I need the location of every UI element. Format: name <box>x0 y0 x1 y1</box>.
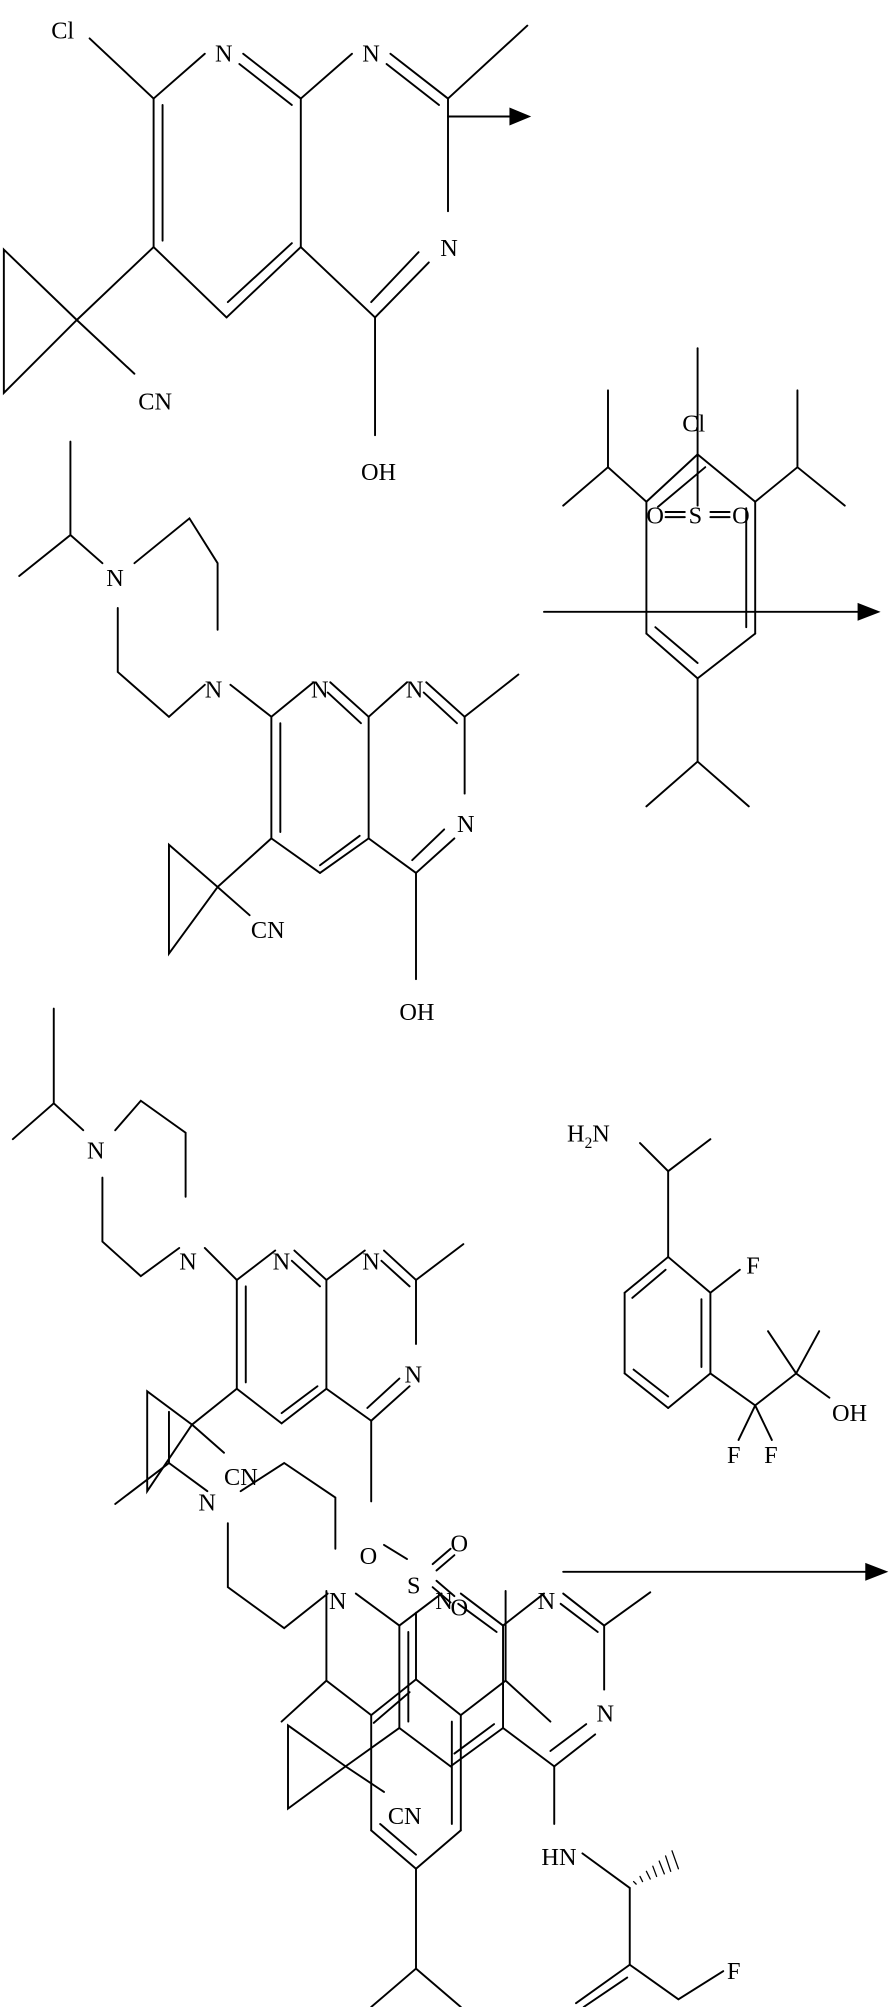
atom-label-hn: HN <box>541 1844 576 1871</box>
atom-label-n: N <box>457 811 475 838</box>
atom-label-f: F <box>746 1253 760 1280</box>
atom-label-cn: CN <box>138 389 172 416</box>
atom-label-f: F <box>727 1958 741 1985</box>
atom-label-n: N <box>440 235 458 262</box>
atom-label-h2n: H2N <box>567 1121 610 1152</box>
reaction-arrow-2 <box>543 602 881 621</box>
intermediate-1-structure <box>18 440 520 981</box>
reagent-amine <box>623 1138 831 1441</box>
atom-label-n: N <box>205 677 223 704</box>
reagent-trisyl-chloride <box>562 347 846 808</box>
atom-label-n: N <box>406 677 424 704</box>
atom-label-o: O <box>451 1530 469 1557</box>
atom-label-n: N <box>87 1137 105 1164</box>
atom-label-f: F <box>764 1442 778 1469</box>
atom-label-cn: CN <box>224 1464 258 1491</box>
atom-label-n: N <box>404 1361 422 1388</box>
atom-label-n: N <box>435 1588 453 1615</box>
atom-label-o: O <box>451 1594 469 1621</box>
atom-label-oh: OH <box>832 1400 867 1427</box>
atom-label-n: N <box>362 40 380 67</box>
atom-label-o: O <box>732 503 750 530</box>
reaction-arrow-3 <box>562 1562 889 1581</box>
atom-label-o: O <box>646 503 664 530</box>
atom-label-n: N <box>596 1701 614 1728</box>
reaction-arrow-1 <box>447 107 532 126</box>
atom-label-n: N <box>329 1588 347 1615</box>
atom-label-oh: OH <box>399 999 434 1026</box>
atom-label-n: N <box>215 40 233 67</box>
atom-label-cl: Cl <box>51 17 74 44</box>
intermediate-2-structure <box>11 1007 552 2007</box>
atom-label-f: F <box>727 1442 741 1469</box>
atom-label-cl: Cl <box>682 410 705 437</box>
atom-label-n: N <box>362 1249 380 1276</box>
atom-label-s: S <box>689 503 703 530</box>
atom-label-cn: CN <box>388 1803 422 1830</box>
atom-label-n: N <box>198 1489 216 1516</box>
atom-label-n: N <box>273 1249 291 1276</box>
atom-label-s: S <box>407 1573 421 1600</box>
atom-label-n: N <box>538 1588 556 1615</box>
atom-label-oh: OH <box>361 459 396 486</box>
atom-label-cn: CN <box>251 917 285 944</box>
stereo-hash-bond <box>632 1850 680 1885</box>
starting-material-structure <box>2 24 529 437</box>
atom-label-n: N <box>179 1249 197 1276</box>
atom-label-n: N <box>311 677 329 704</box>
atom-label-o: O <box>360 1543 378 1570</box>
product-structure <box>114 1410 725 2007</box>
atom-label-n: N <box>106 565 124 592</box>
